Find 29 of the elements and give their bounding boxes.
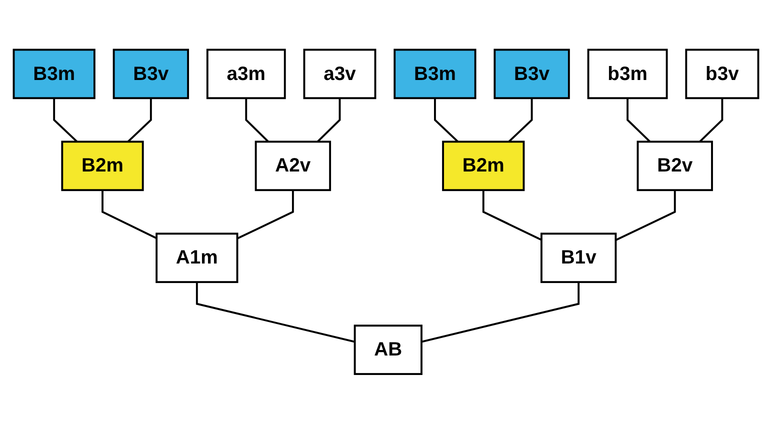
node-box: B2m [61,140,144,191]
node-box: B3m [394,48,476,99]
node-box: A1m [156,232,238,283]
connector [482,190,542,240]
connector [421,282,580,342]
node-box: b3v [685,48,760,99]
connector [316,98,341,142]
node-box: B2v [636,140,713,191]
connector [236,190,294,240]
connector [127,98,152,142]
connector [102,190,157,239]
connector [508,98,533,142]
node-box: B2m [442,140,525,191]
node-box: AB [354,324,422,375]
node-box: B1v [540,232,617,283]
node-box: a3m [206,48,286,99]
connector [434,98,459,142]
node-box: B3m [12,48,96,99]
node-box: a3v [303,48,376,99]
connector [245,98,269,142]
connector [626,98,651,142]
node-box: A2v [254,140,332,191]
connector [53,98,78,142]
node-box: B3v [112,48,190,99]
connector [615,190,676,241]
node-box: B3v [494,48,570,99]
connector [196,282,356,342]
node-box: b3m [587,48,668,99]
connector [699,98,724,142]
